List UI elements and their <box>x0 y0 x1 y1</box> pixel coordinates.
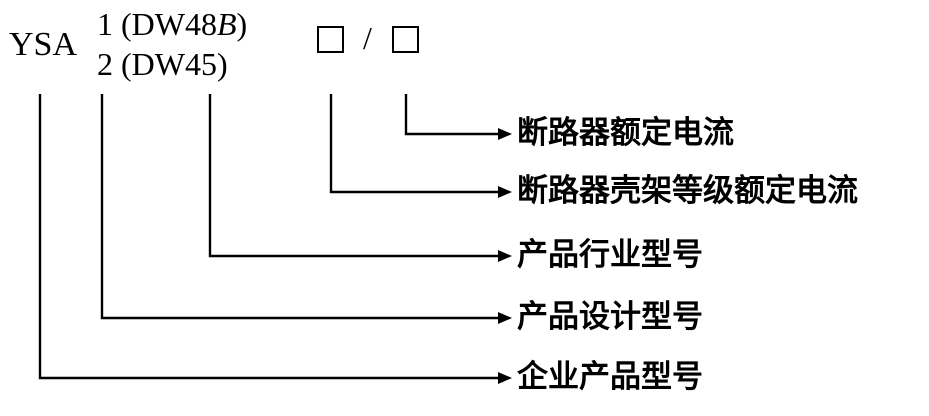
arrowhead-enterprise-model <box>498 372 512 384</box>
rated-current-slot <box>392 26 419 53</box>
arrowhead-industry-model <box>498 250 512 262</box>
leader-line-design-model <box>100 94 500 320</box>
leader-line-rated-current <box>404 94 500 136</box>
option-1-text: (DW48 <box>121 6 217 42</box>
option-1-italic: B <box>216 6 237 42</box>
option-1: 1 (DW48B) <box>97 8 247 40</box>
label-rated-current: 断路器额定电流 <box>517 115 734 151</box>
leader-line-enterprise-model <box>38 94 500 380</box>
leader-line-industry-model <box>208 94 500 258</box>
label-design-model: 产品设计型号 <box>517 299 703 335</box>
option-1-number: 1 <box>97 6 113 42</box>
label-frame-class-rated-current: 断路器壳架等级额定电流 <box>517 173 858 209</box>
option-2: 2 (DW45) <box>97 48 228 80</box>
label-industry-model: 产品行业型号 <box>517 237 703 273</box>
frame-current-slot <box>317 26 344 53</box>
arrowhead-design-model <box>498 312 512 324</box>
arrowhead-rated-current <box>498 128 512 140</box>
slot-separator: / <box>363 20 372 56</box>
label-enterprise-model: 企业产品型号 <box>517 359 703 395</box>
option-2-text: (DW45) <box>121 46 228 82</box>
option-1-close: ) <box>236 6 248 42</box>
option-2-number: 2 <box>97 46 113 82</box>
leader-line-frame-current <box>329 94 500 194</box>
code-prefix: YSA <box>9 26 78 63</box>
arrowhead-frame-current <box>498 186 512 198</box>
